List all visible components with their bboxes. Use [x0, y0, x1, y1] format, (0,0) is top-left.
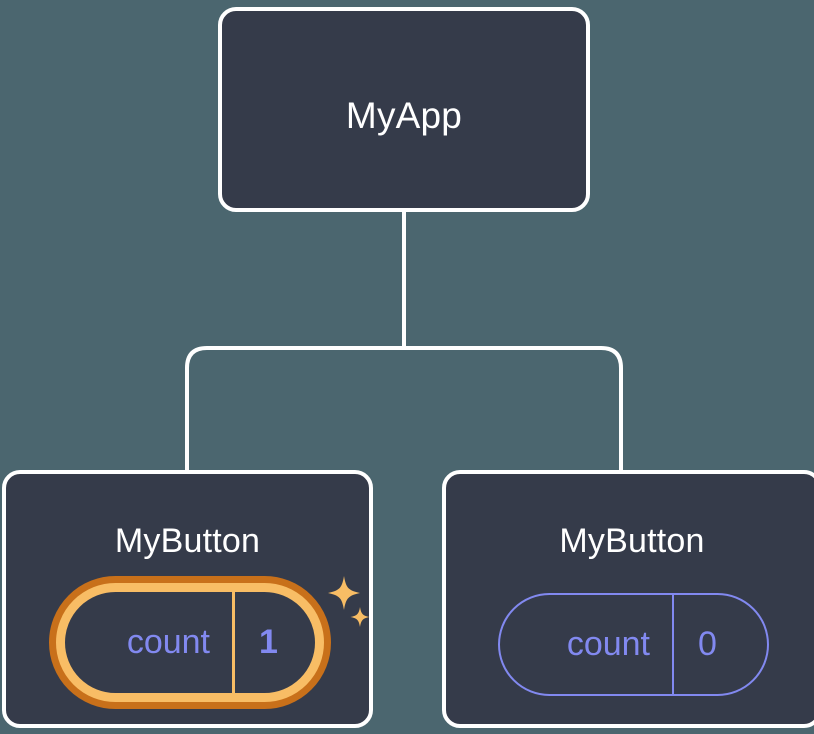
state-pill-left-inner: count 1	[56, 583, 324, 702]
node-mybutton-left-label: MyButton	[114, 522, 261, 560]
sparkle-large-icon	[328, 576, 360, 610]
state-value-left: 1	[259, 623, 278, 661]
node-myapp[interactable]: MyApp	[218, 7, 590, 212]
state-value-right: 0	[698, 625, 717, 663]
state-key-right: count	[500, 595, 674, 694]
state-key-left: count	[65, 592, 235, 693]
node-mybutton-right-label: MyButton	[559, 522, 705, 560]
node-mybutton-left[interactable]: MyButton count 1	[2, 470, 373, 728]
sparkle-small-icon	[350, 607, 370, 627]
state-pill-right[interactable]: count 0	[498, 593, 769, 696]
node-myapp-label: MyApp	[345, 95, 463, 136]
state-pill-left[interactable]: count 1	[49, 576, 331, 709]
node-mybutton-right[interactable]: MyButton count 0	[442, 470, 814, 728]
